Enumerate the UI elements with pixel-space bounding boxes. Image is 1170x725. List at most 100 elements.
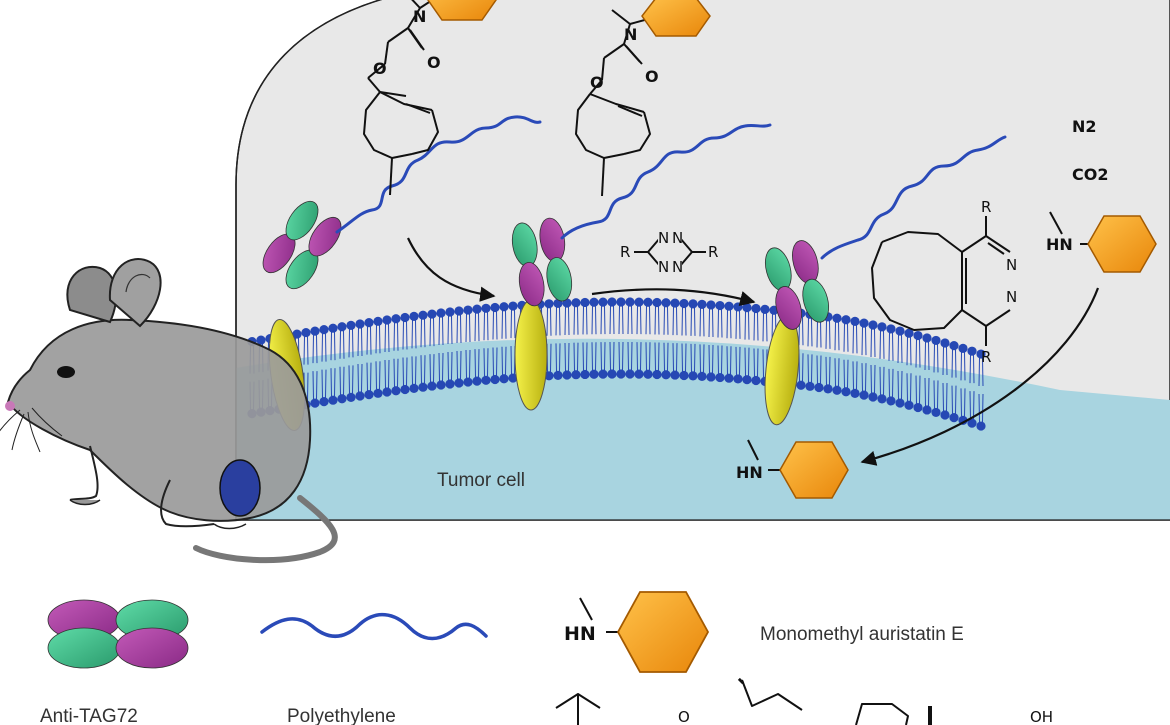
- lipid-head-inner: [697, 371, 707, 381]
- lipid-head-inner: [436, 380, 446, 390]
- lipid-head-outer: [445, 307, 455, 317]
- lipid-head-inner: [661, 370, 671, 380]
- lipid-head-inner: [715, 372, 725, 383]
- lipid-tails: [492, 311, 498, 376]
- lipid-head-inner: [319, 397, 329, 407]
- lipid-tails: [321, 333, 327, 398]
- lipid-tails: [375, 325, 381, 390]
- mouse-nose: [5, 401, 15, 411]
- lipid-tails: [393, 322, 399, 387]
- lipid-head-outer: [454, 306, 464, 316]
- lipid-tails: [798, 317, 804, 382]
- lipid-head-inner: [652, 369, 662, 380]
- lipid-tails: [924, 341, 930, 406]
- lipid-tails: [312, 335, 318, 400]
- lipid-head-inner: [490, 374, 500, 385]
- lipid-head-inner: [688, 371, 698, 381]
- lipid-head-outer: [292, 329, 302, 339]
- svg-text:HN: HN: [564, 623, 596, 645]
- lipid-head-outer: [841, 315, 851, 325]
- svg-text:N: N: [624, 25, 637, 44]
- mouse-tail: [193, 495, 338, 564]
- lipid-head-inner: [544, 371, 554, 381]
- lipid-head-inner: [706, 372, 716, 382]
- lipid-head-outer: [328, 323, 338, 333]
- lipid-head-outer: [697, 299, 707, 309]
- lipid-tails: [672, 307, 678, 372]
- svg-text:N: N: [1006, 256, 1017, 274]
- lipid-tails: [609, 306, 615, 371]
- lipid-tails: [582, 306, 588, 371]
- lipid-head-inner: [868, 392, 878, 402]
- mmae-structure-fragment: [555, 677, 932, 725]
- svg-text:O: O: [590, 73, 604, 92]
- lipid-tails: [591, 306, 597, 371]
- lipid-head-outer: [499, 302, 509, 312]
- lipid-head-outer: [634, 297, 644, 307]
- lipid-head-inner: [580, 369, 590, 380]
- lipid-head-outer: [940, 338, 950, 348]
- lipid-tails: [951, 349, 957, 414]
- lipid-head-outer: [886, 324, 896, 334]
- lipid-head-outer: [391, 314, 401, 324]
- lipid-head-outer: [967, 346, 977, 356]
- lipid-head-inner: [310, 398, 320, 408]
- lipid-tails: [465, 314, 471, 379]
- zoom-panel: [235, 0, 1170, 521]
- released-drug: HN: [1046, 211, 1157, 273]
- lipid-head-inner: [895, 398, 905, 408]
- lipid-head-outer: [580, 297, 590, 308]
- lipid-tails: [411, 320, 417, 385]
- lipid-tails: [429, 318, 435, 383]
- lipid-head-outer: [742, 303, 752, 313]
- lipid-tails: [357, 327, 363, 393]
- lipid-head-inner: [418, 382, 428, 392]
- lipid-head-inner: [508, 373, 518, 383]
- lipid-head-outer: [913, 330, 923, 341]
- lipid-head-inner: [805, 381, 815, 391]
- arrow-click-reaction: [591, 288, 756, 306]
- lipid-tails: [762, 313, 768, 378]
- receptor-2: [514, 299, 548, 411]
- lipid-head-inner: [823, 384, 833, 394]
- lipid-head-outer: [364, 318, 374, 328]
- mouse-eye: [57, 366, 75, 378]
- lipid-head-inner: [859, 390, 869, 400]
- lipid-head-outer: [724, 301, 734, 311]
- lipid-head-outer: [616, 297, 626, 307]
- polymer-chain-1: [335, 115, 542, 234]
- svg-text:O: O: [427, 53, 441, 72]
- lipid-head-outer: [931, 335, 941, 346]
- legend-drug-icon: HN: [564, 591, 710, 673]
- antibody-free: [262, 200, 342, 290]
- lipid-head-inner: [922, 405, 932, 415]
- lipid-tails: [978, 358, 984, 423]
- lipid-tails: [384, 324, 390, 389]
- lipid-head-outer: [877, 322, 887, 332]
- lipid-head-outer: [607, 297, 617, 307]
- lipid-head-inner: [832, 385, 842, 395]
- lipid-tails: [600, 306, 606, 371]
- lipid-head-outer: [652, 297, 662, 308]
- lipid-tails: [807, 318, 813, 383]
- lipid-head-inner: [499, 374, 509, 384]
- lipid-head-inner: [571, 370, 581, 380]
- lipid-head-outer: [706, 300, 716, 310]
- lipid-head-inner: [355, 391, 365, 401]
- lipid-head-outer: [688, 299, 698, 309]
- lipid-head-inner: [364, 390, 374, 400]
- svg-text:HN: HN: [1046, 235, 1073, 254]
- lipid-tails: [447, 315, 453, 380]
- lipid-tails: [330, 332, 336, 397]
- lipid-head-inner: [589, 369, 599, 379]
- lipid-head-outer: [922, 333, 932, 343]
- lipid-head-outer: [661, 298, 671, 308]
- reaction-arrows: [407, 237, 1100, 466]
- lipid-head-inner: [976, 421, 986, 431]
- lipid-head-outer: [436, 308, 446, 318]
- lipid-tails: [834, 322, 840, 387]
- lipid-head-outer: [346, 320, 356, 330]
- lipid-tails: [969, 355, 975, 420]
- lipid-head-outer: [571, 298, 581, 308]
- lipid-head-outer: [760, 304, 770, 314]
